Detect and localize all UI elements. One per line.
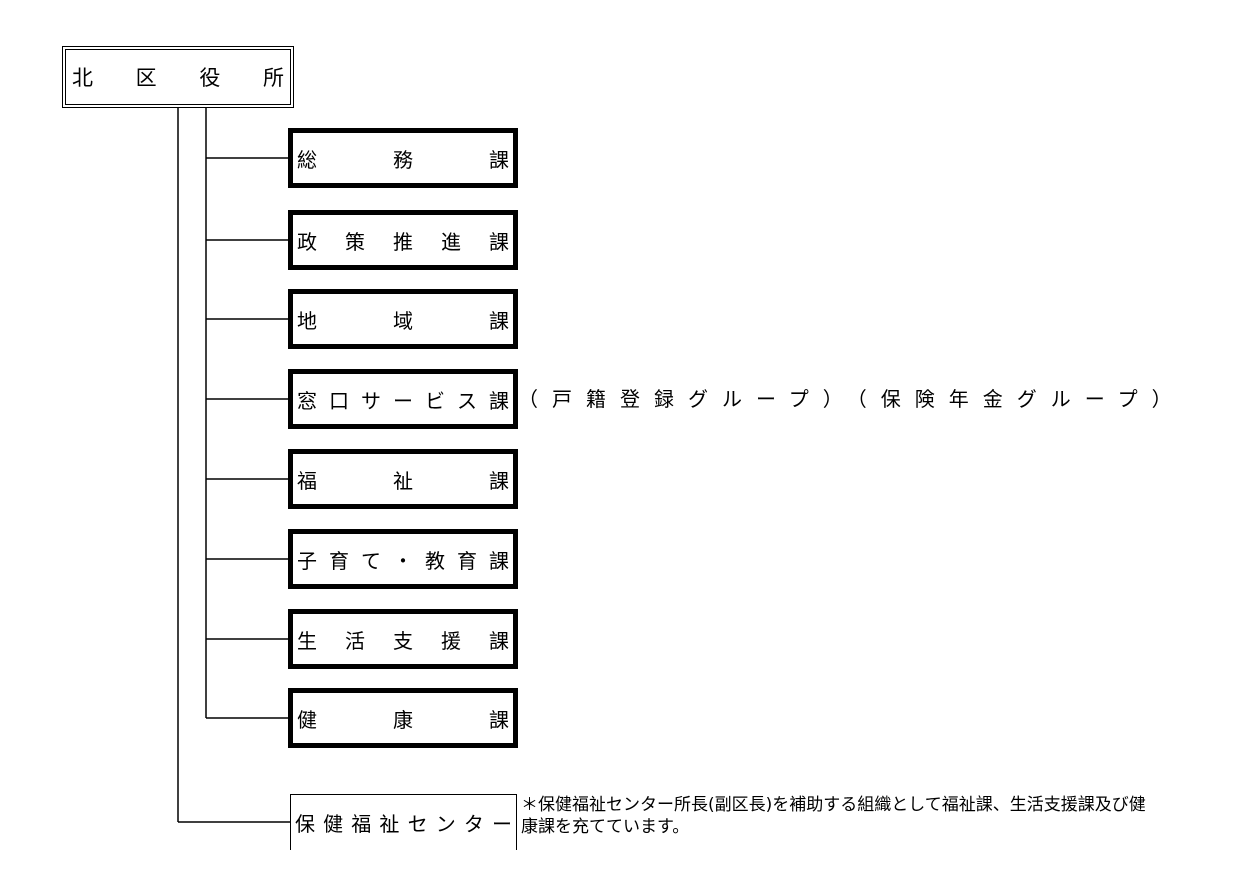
department-label-char: 援 [441,628,461,653]
label-char: 区 [135,66,157,90]
label-char: ン [435,812,456,836]
department-label-char: 活 [345,628,365,653]
department-label-char: 窓 [297,388,317,413]
label-char: 北 [72,66,93,90]
department-label-char: 子 [297,548,317,573]
department-label-char: 育 [457,548,477,573]
department-label-char: 課 [489,388,509,413]
department-node: 総務課 [288,128,518,188]
footnote: ＊保健福祉センター所長(副区長)を補助する組織として福祉課、生活支援課及び健康課… [521,795,1146,837]
department-label-char: 課 [489,308,509,333]
department-label-char: 生 [297,628,317,653]
department-label-char: 課 [489,147,509,172]
label-char: タ [463,812,484,836]
department-label-char: 福 [297,468,317,493]
label-char: セ [407,812,428,836]
department-label-char: 口 [329,388,349,413]
department-label-char: 域 [393,308,413,333]
department-label-char: 課 [489,548,509,573]
department-label-char: 政 [297,229,317,254]
department-label-char: 地 [297,308,317,333]
department-label-char: 課 [489,707,509,732]
department-node: 子育て・教育課 [288,529,518,589]
label-char: 福 [351,812,372,836]
department-label-char: 推 [393,229,413,254]
label-char: 健 [323,812,344,836]
label-char: 役 [199,66,221,90]
label-char: 祉 [379,812,400,836]
department-label-char: 康 [393,707,413,732]
department-label-char: 健 [297,707,317,732]
label-char: 所 [262,66,284,90]
department-node: 窓口サービス課 [288,369,518,429]
department-label-char: サ [361,388,381,413]
department-label-char: 支 [393,628,413,653]
department-label-char: 課 [489,229,509,254]
department-label-char: 総 [297,147,317,172]
department-label-char: 教 [425,548,445,573]
department-label-char: ビ [425,388,445,413]
department-node: 地域課 [288,289,518,349]
label-char: ー [491,812,512,836]
department-label-char: ー [393,388,413,413]
label-char: 保 [295,812,315,836]
health-welfare-center-node: 保健福祉センター [290,794,517,850]
department-label-char: 進 [441,229,461,254]
department-node: 健康課 [288,688,518,748]
department-label-char: 育 [329,548,349,573]
department-node: 政策推進課 [288,210,518,270]
department-node: 福祉課 [288,449,518,509]
department-label-char: 課 [489,628,509,653]
department-label-char: ・ [393,548,413,573]
department-label-char: て [361,548,381,573]
department-label-char: 祉 [393,468,413,493]
department-label-char: 策 [345,229,365,254]
root-node-kita-ward-office: 北区役所 [62,46,294,108]
department-label-char: 務 [393,147,413,172]
department-label-char: ス [457,388,477,413]
madoguchi-groups-label: （戸籍登録グループ）（保険年金グループ） [518,386,1186,411]
department-label-char: 課 [489,468,509,493]
department-node: 生活支援課 [288,609,518,669]
